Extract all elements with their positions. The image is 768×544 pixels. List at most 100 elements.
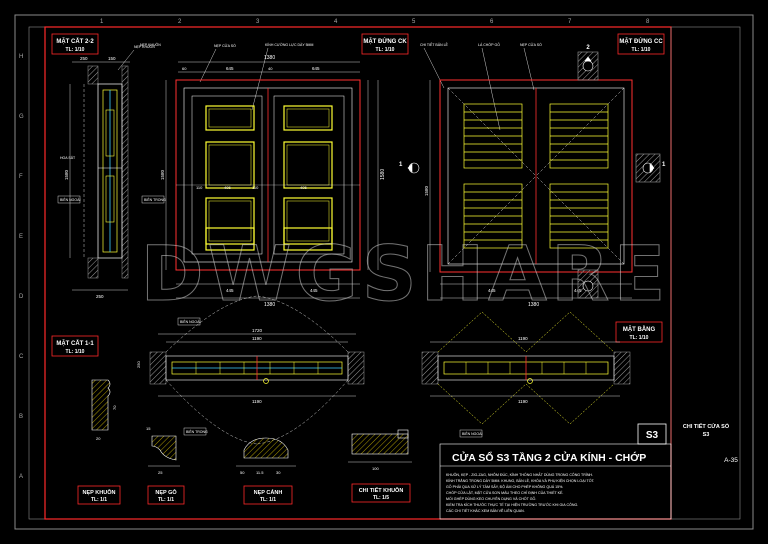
sheet-code: S3 [646, 430, 659, 441]
louver-lower-left [463, 183, 523, 249]
section-2-2-scale: TL: 1/10 [66, 47, 85, 53]
note-line-1: KHUÔN, KẸP - ZIG-ZAG, NHÔM ĐÚC, KÍNH THỐ… [446, 472, 593, 477]
dim-overall-width-ck-bottom: 1380 [264, 302, 275, 308]
callout-nep-cua-so-ck: NẸP CỬA SỔ [214, 43, 236, 48]
section-1-1-scale: TL: 1/10 [66, 349, 85, 355]
section-1-1-title: MẶT CẮT 1-1 [56, 339, 94, 347]
side-title: CHI TIẾT CỬA SỔ [683, 423, 730, 430]
grid-col-6: 6 [490, 19, 494, 25]
note-line-5: MỐI GHÉP DÙNG KEO CHUYÊN DỤNG VÀ CHỐT GỖ… [446, 496, 536, 501]
grid-row-c: C [19, 354, 24, 360]
nep-canh-title: NẸP CÁNH [254, 489, 283, 496]
dim-5-nep-canh: 50 [240, 470, 245, 475]
elevation-cc-view: CHI TIẾT BẢN LỀ LÁ CHỚP GỖ NẸP CỬA SỔ [399, 33, 666, 308]
callout-nep-khuon-top: NẸP KHUÔN [134, 44, 155, 49]
plan-view: MẶT BẰNG TL: 1/10 1190 1190 BIÊN NGOÀI [421, 311, 663, 438]
detail-chi-tiet-khuon: 100 CHI TIẾT KHUÔN TL: 1/5 [348, 429, 412, 503]
main-title: CỬA SỔ S3 TẦNG 2 CỬA KÍNH - CHỚP [452, 451, 646, 464]
detail-nep-go: 25 15 NẸP GỖ TL: 1/1 [146, 426, 185, 505]
louver-upper-left [463, 103, 523, 169]
sheet-code-box: S3 [637, 423, 667, 445]
callout-chi-tiet-ban-le: CHI TIẾT BẢN LỀ [420, 42, 449, 47]
dim-overall-width-ck: 1380 [264, 55, 275, 61]
note-line-4: CHỚP CỬA LẬT, MẶT CỬA SƠN MÀU THEO CHỈ Đ… [446, 490, 563, 495]
dim-25-nep-go: 25 [158, 470, 163, 475]
callout-nep-khuon-ck: NẸP KHUÔN [140, 42, 161, 47]
dim-405-left: 405 [224, 185, 231, 190]
callout-la-chop: LÁ CHỚP GỖ [478, 42, 500, 47]
grid-row-e: E [19, 234, 23, 240]
note-line-2: KÍNH TRẮNG TRONG DÀY 5MM. KHUNG, BẢN LỀ,… [446, 478, 595, 483]
grid-row-b: B [19, 414, 23, 420]
dim-405-right: 405 [300, 185, 307, 190]
dim-115-nep-canh: 11.5 [256, 470, 264, 475]
dim-half-left-ck: 645 [226, 66, 234, 71]
dim-half-right-ck: 645 [312, 66, 320, 71]
callout-bien-trong-22: BIÊN TRONG [144, 197, 166, 202]
detail-nep-khuon: 70 20 NẸP KHUÔN TL: 1/1 [77, 379, 121, 505]
handle-icon [263, 378, 269, 384]
callout-bien-ngoai-plan: BIÊN NGOÀI [462, 431, 482, 436]
dim-1190-11: 1190 [252, 336, 262, 341]
dim-445-left: 445 [226, 288, 234, 293]
note-line-6: KIỂM TRA KÍCH THƯỚC THỰC TẾ TẠI HIỆN TRƯ… [446, 502, 578, 507]
dim-left-height-ck: 1580 [160, 169, 165, 180]
dim-1190-plan-bottom: 1190 [518, 399, 528, 404]
grid-row-d: D [19, 294, 24, 300]
grid-row-labels: H G F E D C B A [19, 54, 24, 480]
section-1-1-view: MẶT CẮT 1-1 TL: 1/10 1720 1190 1190 250 … [51, 295, 365, 445]
nep-go-title: NẸP GỖ [155, 489, 177, 496]
callout-bien-ngoai-ck: BIÊN NGOÀI [180, 319, 200, 324]
grid-col-5: 5 [412, 19, 416, 25]
plan-title: MẶT BẰNG [623, 325, 656, 333]
dim-445-right: 445 [310, 288, 318, 293]
section-mark-2: 2 [586, 45, 590, 51]
grid-column-labels: 1 2 3 4 5 6 7 8 [100, 19, 650, 25]
nep-khuon-scale: TL: 1/1 [91, 497, 107, 503]
dim-1190-11-bottom: 1190 [252, 399, 262, 404]
title-block: CỬA SỔ S3 TẦNG 2 CỬA KÍNH - CHỚP KHUÔN, … [439, 443, 672, 520]
callout-bien-trong-11: BIÊN TRONG [186, 429, 208, 434]
plan-scale: TL: 1/10 [630, 335, 649, 341]
nep-canh-scale: TL: 1/1 [260, 497, 276, 503]
grid-col-2: 2 [178, 19, 182, 25]
louver-lower-right [549, 183, 609, 249]
plan-handle-icon [527, 378, 533, 384]
callout-hoa-sat: HOA SẮT [60, 155, 76, 160]
dim-30-nep-canh: 30 [276, 470, 281, 475]
dim-20-nep-khuon: 20 [96, 436, 101, 441]
grid-col-1: 1 [100, 19, 104, 25]
grid-col-8: 8 [646, 19, 650, 25]
dim-overall-width-cc: 1380 [528, 302, 539, 308]
chi-tiet-khuon-title: CHI TIẾT KHUÔN [359, 486, 404, 494]
section-mark-1-left: 1 [399, 162, 403, 168]
section-marker-1-left [407, 162, 420, 174]
dim-150: 150 [108, 56, 116, 61]
grid-row-h: H [19, 54, 23, 60]
grid-row-f: F [19, 174, 23, 180]
dim-15-nep-go: 15 [146, 426, 151, 431]
grid-col-4: 4 [334, 19, 338, 25]
note-line-3: GỖ PHẢI QUA XỬ LÝ TẨM SẤY, ĐỘ ẨM CHO PHÉ… [446, 484, 563, 489]
chi-tiet-khuon-scale: TL: 1/5 [373, 495, 389, 501]
elevation-ck-title: MẶT ĐỨNG CK [363, 38, 407, 45]
dim-250: 250 [80, 56, 88, 61]
section-marker-2-top [577, 51, 599, 81]
grid-row-a: A [19, 474, 23, 480]
dim-100-khuon: 100 [372, 466, 379, 471]
dim-1190-plan: 1190 [518, 336, 528, 341]
elevation-ck-scale: TL: 1/10 [376, 47, 395, 53]
dim-overall-height-ck: 1580 [380, 169, 386, 180]
note-line-7: CÁC CHI TIẾT KHÁC XEM BẢN VẼ LIÊN QUAN. [446, 508, 525, 513]
dim-250-11: 250 [136, 361, 141, 368]
dim-60-ck: 60 [182, 66, 187, 71]
section-mark-1-right: 1 [662, 162, 666, 168]
dim-70-nep-khuon: 70 [112, 405, 117, 410]
dim-445-cc-left: 445 [488, 288, 496, 293]
dim-1720: 1720 [252, 328, 263, 333]
nep-khuon-title: NẸP KHUÔN [83, 488, 116, 496]
sheet-number: A-35 [724, 457, 738, 464]
dim-110-mid: 110 [252, 185, 259, 190]
elevation-cc-scale: TL: 1/10 [632, 47, 651, 53]
dim-250-bottom: 250 [96, 294, 104, 299]
